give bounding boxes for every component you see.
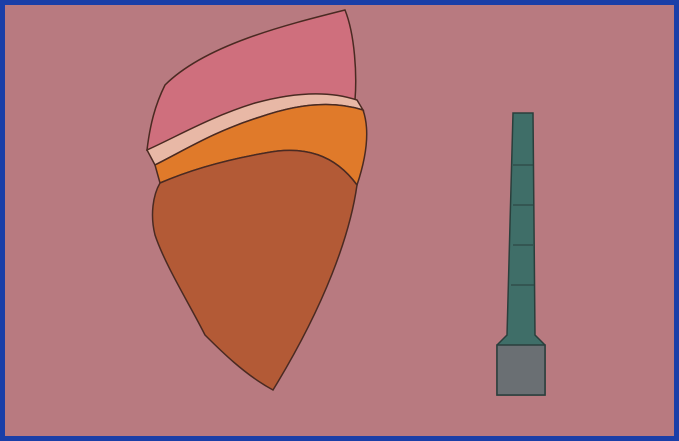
root-body	[153, 150, 357, 390]
tooth-cross-section-icon	[147, 10, 367, 390]
instrument-tip	[497, 345, 545, 395]
dental-instrument-icon	[497, 113, 545, 395]
diagram-canvas	[5, 5, 674, 436]
slide-canvas	[5, 5, 674, 436]
